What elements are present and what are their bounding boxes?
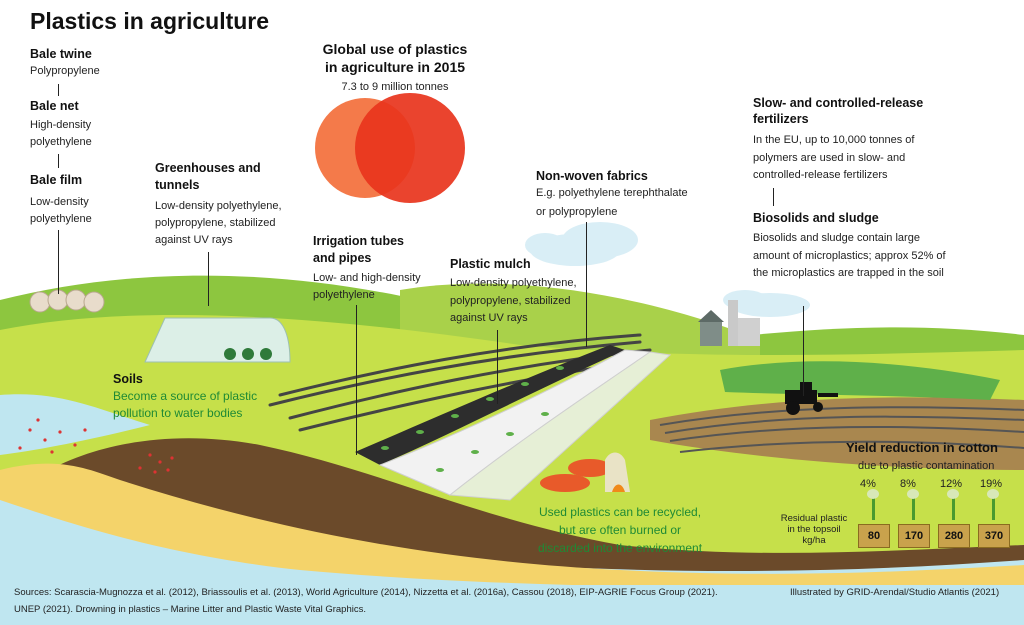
mulch-text-1: Low-density polyethylene, — [450, 277, 577, 289]
soils-title: Soils — [113, 372, 143, 386]
tractor — [785, 382, 838, 415]
leader-irrigation — [356, 305, 357, 455]
bale-twine-title: Bale twine — [30, 47, 92, 61]
yield-percent-3: 12% — [940, 478, 963, 490]
yield-percent-2: 8% — [900, 478, 916, 490]
leader-fertilizers — [773, 188, 774, 206]
water-body — [0, 394, 150, 455]
irrigation-text-1: Low- and high-density — [313, 272, 421, 284]
biosolids-title: Biosolids and sludge — [753, 211, 879, 225]
sand-layer — [0, 463, 1024, 588]
irrigation-text-2: polyethylene — [313, 289, 375, 301]
recycle-text-2: but are often burned or — [558, 523, 682, 537]
soils-text-2: pollution to water bodies — [113, 406, 243, 420]
bale-twine-material: Polypropylene — [30, 65, 100, 77]
bale-net-title: Bale net — [30, 99, 79, 113]
nonwoven-text-1: E.g. polyethylene terephthalate — [536, 187, 688, 199]
fertilizers-title-1: Slow- and controlled-release — [753, 96, 924, 110]
discarded-plastics — [540, 452, 630, 492]
mulch-text-3: against UV rays — [450, 312, 528, 324]
bales — [29, 289, 105, 313]
farm-buildings — [698, 300, 760, 346]
bale-film-material-2: polyethylene — [30, 213, 92, 225]
recycle-text-1: Used plastics can be recycled, — [538, 505, 702, 519]
leader-mulch — [497, 330, 498, 404]
fertilizers-text-2: polymers are used in slow- and — [753, 152, 906, 164]
bale-net-material-1: High-density — [30, 119, 92, 131]
biosolids-text-1: Biosolids and sludge contain large — [753, 232, 920, 244]
irrigation-title-2: and pipes — [313, 251, 372, 265]
bale-film-title: Bale film — [30, 173, 83, 187]
page-title: Plastics in agriculture — [30, 8, 270, 34]
residual-box-3: 280 — [938, 524, 970, 548]
yield-subtitle: due to plastic contamination — [858, 460, 995, 472]
soils-text-1: Become a source of plastic — [113, 389, 258, 403]
residual-box-4: 370 — [978, 524, 1010, 548]
leader-biosolids — [803, 306, 804, 396]
leader-greenhouse — [208, 252, 209, 306]
illustration-credit: Illustrated by GRID-Arendal/Studio Atlan… — [790, 587, 1000, 598]
greenhouses-title-2: tunnels — [155, 178, 200, 192]
global-use-title-2: in agriculture in 2015 — [324, 59, 466, 75]
yield-percent-4: 19% — [980, 478, 1003, 490]
residual-label-3: kg/ha — [802, 535, 826, 546]
biosolids-text-3: the microplastics are trapped in the soi… — [753, 267, 944, 279]
leader-bale-net — [58, 154, 59, 168]
soil-layer — [40, 438, 1024, 572]
sources-line-2: UNEP (2021). Drowning in plastics – Mari… — [14, 604, 367, 615]
global-use-title-1: Global use of plastics — [322, 41, 468, 57]
recycle-text-3: discarded into the environment — [537, 541, 703, 555]
residual-label-2: in the topsoil — [787, 524, 841, 535]
greenhouses-title-1: Greenhouses and — [155, 161, 261, 175]
residual-box-1: 80 — [858, 524, 890, 548]
irrigation-title-1: Irrigation tubes — [313, 234, 404, 248]
greenhouses-text-1: Low-density polyethylene, — [155, 200, 282, 212]
mulch-seedlings — [381, 366, 564, 472]
greenhouse — [144, 317, 291, 363]
field-furrows — [659, 406, 1024, 453]
leader-nonwoven — [586, 222, 587, 347]
nonwoven-title: Non-woven fabrics — [536, 169, 648, 183]
leader-bale-twine — [58, 84, 59, 96]
residual-box-2: 170 — [898, 524, 930, 548]
bale-film-material-1: Low-density — [30, 196, 89, 208]
residual-label-1: Residual plastic — [780, 513, 848, 524]
mulch-text-2: polypropylene, stabilized — [450, 295, 571, 307]
brown-field — [650, 397, 1024, 470]
greenhouses-text-2: polypropylene, stabilized — [155, 217, 276, 229]
global-use-range: 7.3 to 9 million tonnes — [341, 81, 449, 93]
yield-percent-1: 4% — [860, 478, 876, 490]
circle-max-use — [355, 93, 465, 203]
yield-title: Yield reduction in cotton — [846, 440, 998, 455]
fertilizers-title-2: fertilizers — [753, 112, 809, 126]
biosolids-text-2: amount of microplastics; approx 52% of — [753, 250, 946, 262]
fertilizers-text-1: In the EU, up to 10,000 tonnes of — [753, 134, 915, 146]
soil-microplastics — [18, 418, 174, 474]
mulch-title: Plastic mulch — [450, 257, 531, 271]
cotton-plants — [867, 489, 999, 520]
fertilizers-text-3: controlled-release fertilizers — [753, 169, 888, 181]
sources-line-1: Sources: Scarascia-Mugnozza et al. (2012… — [14, 587, 718, 598]
black-mulch-strip — [355, 345, 625, 465]
nonwoven-text-2: or polypropylene — [536, 206, 618, 218]
nonwoven-strips-2 — [448, 351, 672, 501]
bale-net-material-2: polyethylene — [30, 136, 92, 148]
footer-band — [0, 585, 1024, 625]
greenhouses-text-3: against UV rays — [155, 234, 233, 246]
leader-bale-film — [58, 230, 59, 294]
clouds — [525, 222, 810, 317]
